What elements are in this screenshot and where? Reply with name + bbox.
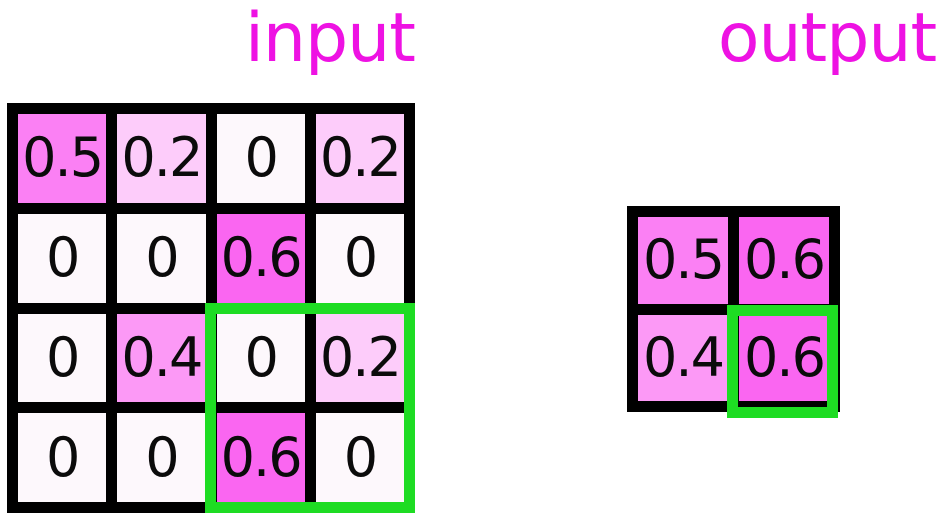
pooling-window-highlight-output (727, 305, 838, 418)
input-cell-0-2: 0 (216, 114, 305, 203)
input-cell-3-2: 0.6 (216, 413, 305, 502)
output-cell-0-0: 0.5 (638, 217, 728, 304)
input-cell-1-1: 0 (117, 213, 206, 303)
input-cell-1-3: 0 (315, 213, 404, 303)
input-cell-0-0: 0.5 (18, 114, 107, 203)
output-cell-0-1: 0.6 (739, 217, 829, 304)
pooling-window-highlight-input (205, 303, 415, 513)
input-cell-2-2: 0 (216, 313, 305, 403)
input-cell-3-3: 0 (315, 413, 404, 502)
input-cell-1-0: 0 (18, 213, 107, 303)
output-cell-1-1: 0.6 (739, 314, 829, 401)
input-cell-3-1: 0 (117, 413, 206, 502)
input-cell-0-1: 0.2 (117, 114, 206, 203)
input-cell-2-3: 0.2 (315, 313, 404, 403)
input-cell-2-1: 0.4 (117, 313, 206, 403)
input-title: input (245, 0, 416, 78)
input-cell-2-0: 0 (18, 313, 107, 403)
input-cell-0-3: 0.2 (315, 114, 404, 203)
input-cell-1-2: 0.6 (216, 213, 305, 303)
input-cell-3-0: 0 (18, 413, 107, 502)
output-title: output (717, 0, 937, 78)
output-cell-1-0: 0.4 (638, 314, 728, 401)
